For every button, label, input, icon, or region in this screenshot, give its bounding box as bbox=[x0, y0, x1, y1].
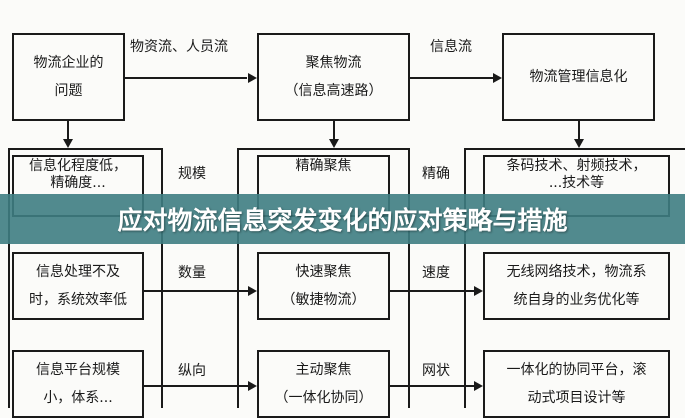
box-text: 主动聚焦 bbox=[295, 362, 352, 378]
box-text: （信息高速路） bbox=[284, 83, 383, 99]
box-text: 统自身的业务优化等 bbox=[513, 292, 640, 308]
arrow-line bbox=[67, 121, 69, 141]
box-text: 物流企业的 bbox=[33, 55, 104, 71]
box-text: 聚焦物流 bbox=[305, 55, 362, 71]
focus-box-3: 主动聚焦 （一体化协同） bbox=[257, 350, 390, 418]
box-text: 时，系统效率低 bbox=[29, 292, 127, 308]
arrow-down-icon bbox=[63, 139, 73, 148]
measure-box-2: 无线网络技术，物流系统自身的业务优化等 bbox=[483, 252, 670, 320]
box-text: 信息化程度低， bbox=[29, 158, 127, 174]
arrow-down-icon bbox=[574, 139, 584, 148]
connector-label: 纵向 bbox=[178, 363, 206, 379]
box-text: （一体化协同） bbox=[274, 390, 373, 406]
box-text: 物流管理信息化 bbox=[529, 69, 628, 85]
group-focus bbox=[237, 148, 410, 408]
arrow-line bbox=[333, 121, 335, 141]
box-text: 快速聚焦 bbox=[295, 264, 352, 280]
box-text: 一体化的协同平台，滚 bbox=[506, 362, 647, 378]
box-text: 精确聚焦 bbox=[295, 158, 352, 174]
arrow-head-icon bbox=[474, 381, 483, 391]
box-text: 问题 bbox=[54, 83, 83, 99]
connector-label: 网状 bbox=[422, 363, 450, 379]
box-focused-logistics: 聚焦物流 （信息高速路） bbox=[257, 33, 410, 121]
box-text: 信息处理不及 bbox=[36, 264, 120, 280]
connector-label: 规模 bbox=[178, 166, 206, 182]
arrow-line bbox=[125, 77, 247, 79]
arrow-line bbox=[578, 121, 580, 141]
group-informatization bbox=[464, 148, 685, 408]
arrow-head-icon bbox=[248, 73, 257, 83]
arrow-line bbox=[390, 385, 474, 387]
arrow-line bbox=[390, 290, 474, 292]
arrow-line bbox=[144, 290, 248, 292]
problem-box-3: 信息平台规模小，体系... bbox=[12, 350, 144, 418]
connector-label: 数量 bbox=[178, 265, 206, 281]
arrow-head-icon bbox=[474, 286, 483, 296]
problem-box-2: 信息处理不及时，系统效率低 bbox=[12, 252, 144, 320]
arrow-down-icon bbox=[329, 139, 339, 148]
box-text: （敏捷物流） bbox=[281, 292, 366, 308]
box-text: 动式项目设计等 bbox=[527, 390, 626, 406]
box-logistics-problems: 物流企业的问题 bbox=[12, 33, 125, 121]
focus-box-2: 快速聚焦 （敏捷物流） bbox=[257, 252, 390, 320]
arrow-head-icon bbox=[248, 286, 257, 296]
arrow-label: 物资流、人员流 bbox=[130, 39, 228, 55]
group-problems bbox=[8, 148, 163, 408]
box-text: 条码技术、射频技术， bbox=[506, 158, 647, 174]
measure-box-3: 一体化的协同平台，滚动式项目设计等 bbox=[483, 350, 670, 418]
arrow-head-icon bbox=[248, 381, 257, 391]
connector-label: 速度 bbox=[422, 265, 450, 281]
box-logistics-informatization: 物流管理信息化 bbox=[502, 33, 655, 121]
banner-title: 应对物流信息突发变化的应对策略与措施 bbox=[117, 206, 568, 235]
box-text: 精确度... bbox=[50, 175, 106, 191]
arrow-head-icon bbox=[493, 73, 502, 83]
arrow-line bbox=[144, 385, 248, 387]
title-banner: 应对物流信息突发变化的应对策略与措施 bbox=[0, 194, 685, 244]
box-text: 信息平台规模 bbox=[36, 362, 120, 378]
box-text: ...技术等 bbox=[548, 175, 605, 191]
arrow-label: 信息流 bbox=[430, 39, 472, 55]
connector-label: 精确 bbox=[422, 166, 450, 182]
box-text: 小，体系... bbox=[43, 390, 113, 406]
arrow-line bbox=[410, 77, 493, 79]
box-text: 无线网络技术，物流系 bbox=[506, 264, 647, 280]
